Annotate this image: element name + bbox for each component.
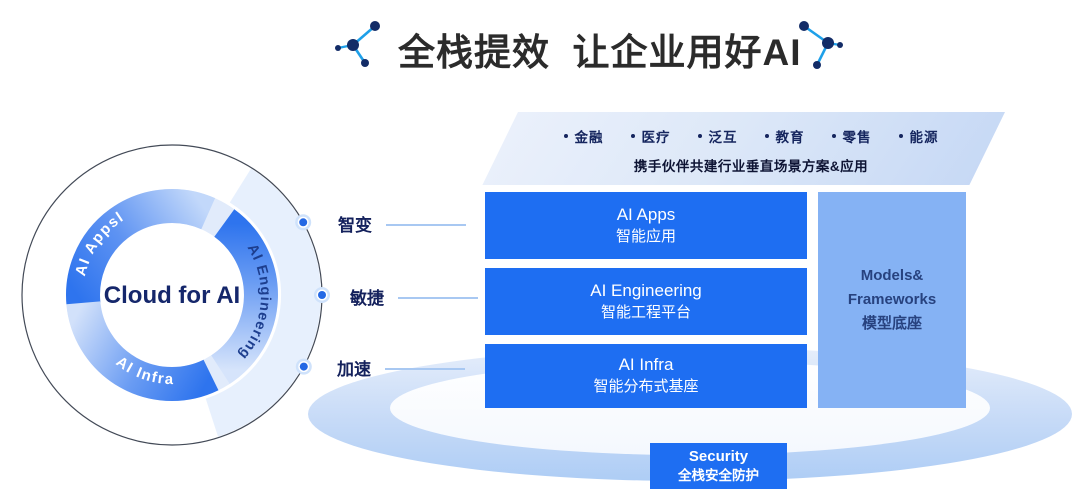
industries-banner-content: 金融 医疗 泛互 教育 零售 能源 携手伙伴共建行业垂直场景方案&应用	[512, 126, 990, 175]
security-title-en: Security	[688, 448, 749, 466]
connector-line	[398, 297, 478, 299]
donut-center-label: Cloud for AI	[104, 282, 240, 309]
connector-dot	[295, 214, 312, 231]
industry-label: 金融	[574, 130, 604, 145]
connector-label: 智变	[338, 216, 372, 235]
models-line3: 模型底座	[861, 315, 922, 332]
bar-title-en: AI Apps	[616, 204, 676, 224]
molecule-icon-right	[799, 21, 843, 69]
connector-line	[385, 368, 465, 370]
page-title: 全栈提效 让企业用好AI	[398, 32, 802, 73]
connector-line	[386, 224, 466, 226]
cloud-donut: AI Appsl AI Engineering AI Infra Cloud f…	[21, 144, 330, 446]
industries-row: 金融 医疗 泛互 教育 零售 能源	[512, 126, 990, 146]
industry-item: 零售	[831, 126, 872, 146]
industry-item: 能源	[898, 126, 939, 146]
industry-label: 医疗	[641, 130, 671, 145]
industry-bullet	[764, 134, 769, 138]
security-bar: Security 全栈安全防护	[650, 443, 787, 489]
models-frameworks-box: Models& Frameworks 模型底座	[818, 192, 966, 408]
connector-label: 敏捷	[350, 289, 384, 308]
models-line1: Models&	[860, 267, 924, 284]
industry-item: 金融	[563, 126, 604, 146]
industry-label: 教育	[775, 130, 805, 145]
donut-segment-ai-infra	[66, 300, 219, 402]
industry-bullet	[563, 134, 568, 138]
industry-bullet	[630, 134, 635, 138]
stack-bar-ai-engineering: AI Engineering 智能工程平台	[485, 268, 807, 335]
stack-bar-ai-infra: AI Infra 智能分布式基座	[485, 344, 807, 408]
industry-item: 医疗	[630, 126, 671, 146]
bar-title-en: AI Engineering	[590, 280, 702, 300]
stack-bar-ai-apps: AI Apps 智能应用	[485, 192, 807, 259]
banner-subtitle: 携手伙伴共建行业垂直场景方案&应用	[633, 159, 869, 174]
bar-title-zh: 智能分布式基座	[593, 378, 699, 396]
molecule-icon-left	[335, 21, 380, 67]
connector-label: 加速	[337, 360, 371, 379]
connector-row-jiasu: 加速	[337, 355, 465, 380]
industry-bullet	[898, 134, 903, 138]
connector-dot	[295, 358, 312, 375]
industry-bullet	[831, 134, 836, 138]
security-title-zh: 全栈安全防护	[678, 468, 759, 484]
crescent-highlight	[205, 168, 322, 437]
connector-row-minjie: 敏捷	[350, 284, 478, 309]
bar-title-zh: 智能应用	[615, 227, 676, 245]
donut-segment-ai-apps	[66, 189, 216, 307]
industry-label: 泛互	[708, 130, 738, 145]
donut-segment-ai-engineering	[210, 209, 278, 384]
models-line2: Frameworks	[847, 291, 937, 308]
bar-title-en: AI Infra	[618, 355, 674, 375]
industry-label: 能源	[909, 130, 939, 145]
industry-bullet	[697, 134, 702, 138]
industry-item: 教育	[764, 126, 805, 146]
connector-row-zhibian: 智变	[338, 211, 466, 236]
bar-title-zh: 智能工程平台	[600, 303, 691, 321]
industry-item: 泛互	[697, 126, 738, 146]
connector-dot	[314, 287, 330, 303]
industry-label: 零售	[842, 130, 872, 145]
